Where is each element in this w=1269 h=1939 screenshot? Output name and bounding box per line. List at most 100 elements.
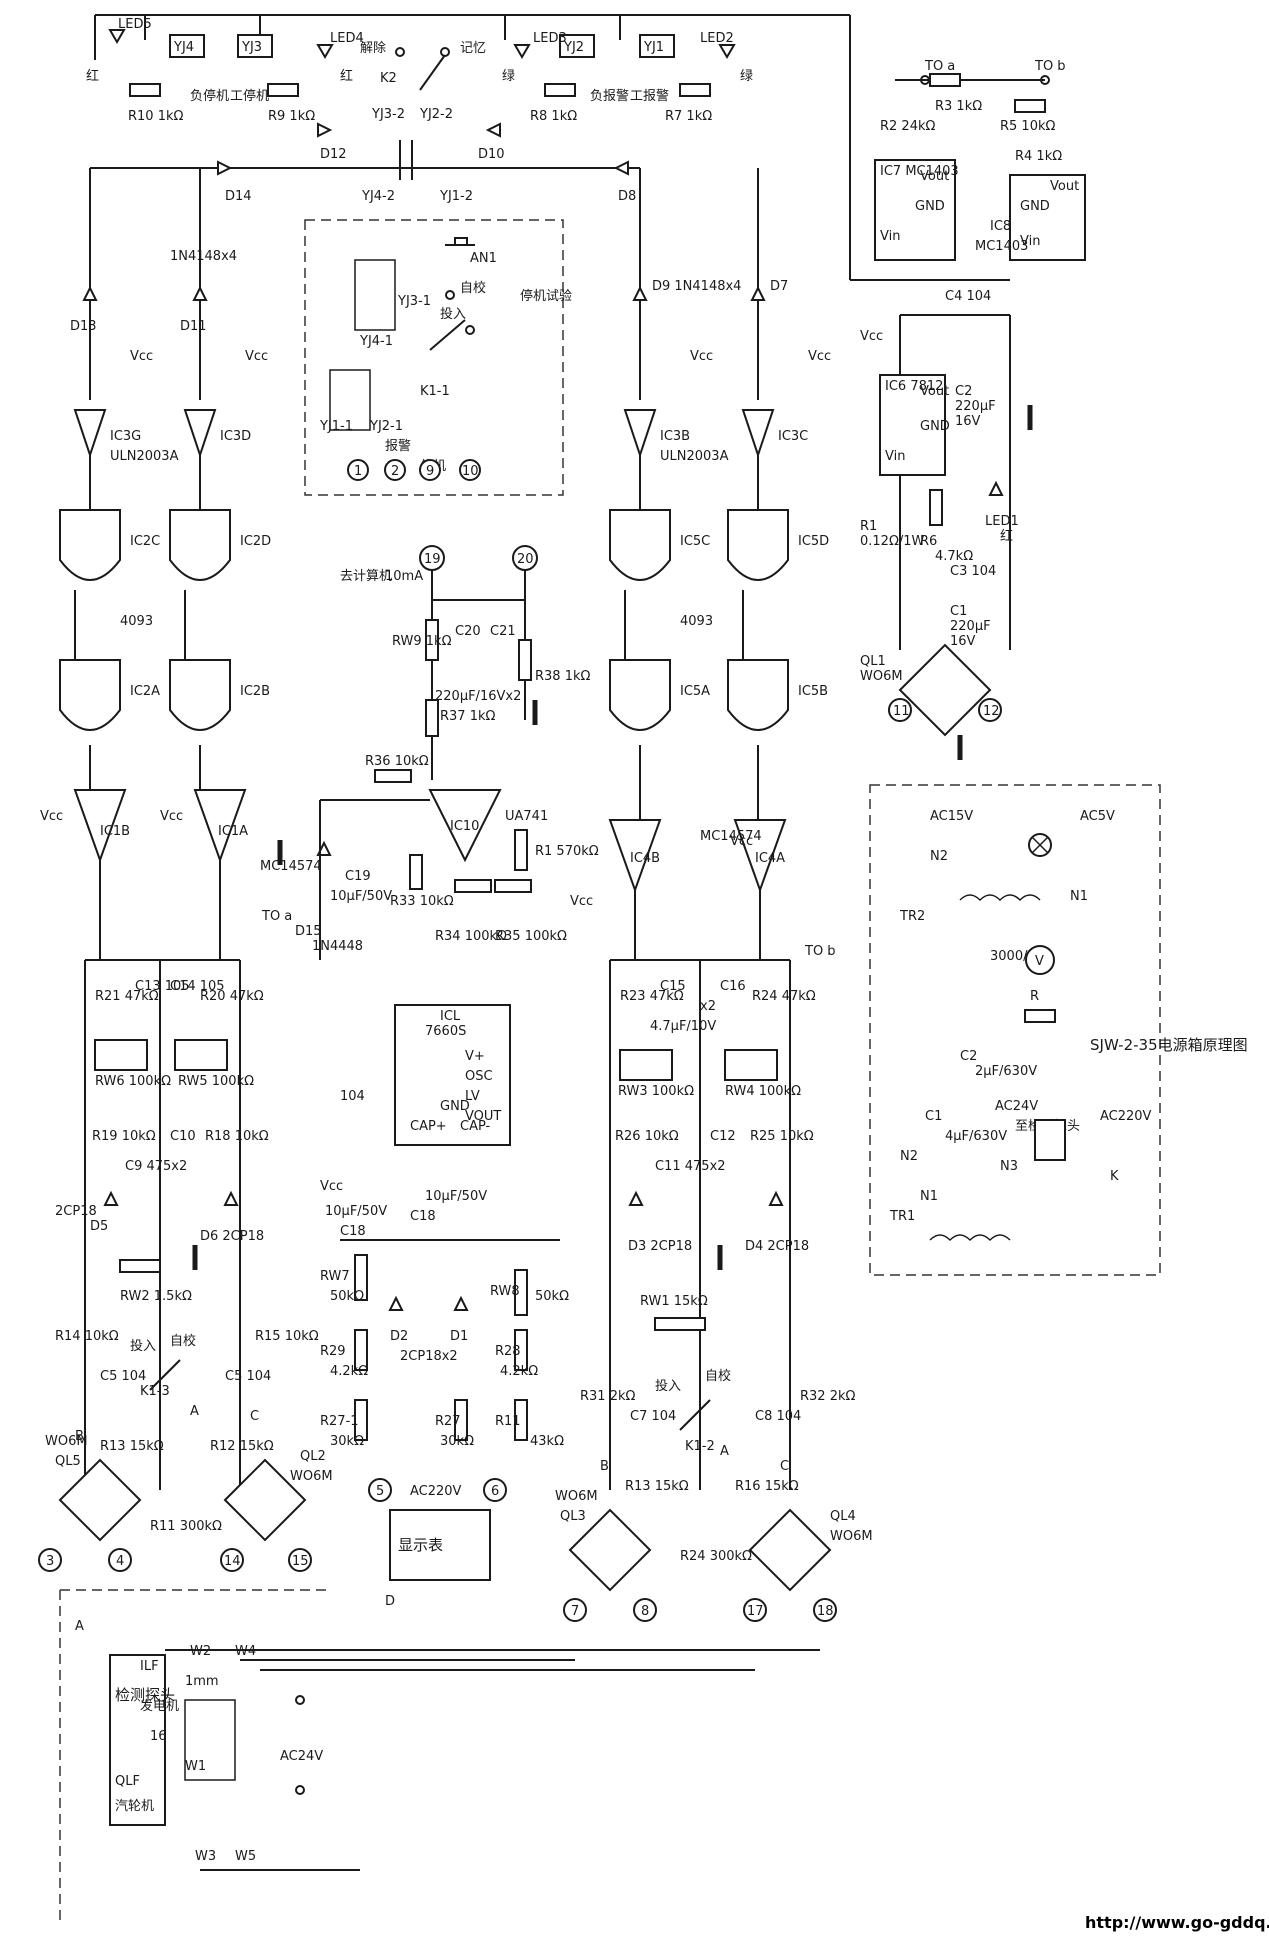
svg-text:2: 2 — [391, 464, 399, 479]
ic10-label: IC10 — [450, 819, 479, 834]
svg-text:C8 104: C8 104 — [755, 1409, 801, 1424]
svg-text:CAP+: CAP+ — [410, 1119, 447, 1134]
svg-text:D14: D14 — [225, 189, 252, 204]
svg-text:D3 2CP18: D3 2CP18 — [628, 1239, 692, 1254]
r38-label: R38 1kΩ — [535, 669, 591, 684]
relay-yj2-label: YJ2 — [563, 40, 584, 55]
stop-test-label: 停机试验 — [520, 288, 572, 304]
panel-terminals: 1 2 9 10 — [347, 459, 481, 481]
r9-label: R9 1kΩ — [268, 109, 315, 124]
ic2a-label: IC2A — [130, 684, 160, 699]
c20-value: 220μF/16Vx2 — [435, 689, 521, 704]
r8-label: R8 1kΩ — [530, 109, 577, 124]
svg-text:R27-1: R27-1 — [320, 1414, 359, 1429]
r34 — [454, 879, 492, 893]
relay-yj2 — [559, 34, 595, 58]
svg-text:Vin: Vin — [1020, 234, 1040, 249]
svg-text:15: 15 — [292, 1554, 309, 1569]
ic4a-comparator — [733, 819, 787, 893]
d15-label: D15 — [295, 924, 322, 939]
svg-text:50kΩ: 50kΩ — [535, 1289, 569, 1304]
svg-text:7: 7 — [571, 1604, 579, 1619]
r36-label: R36 10kΩ — [365, 754, 429, 769]
ic5d-label: IC5D — [798, 534, 829, 549]
contact-yj2-2: YJ2-2 — [419, 107, 453, 122]
svg-text:GND: GND — [920, 419, 950, 434]
svg-text:16V: 16V — [955, 414, 981, 429]
svg-text:D6 2CP18: D6 2CP18 — [200, 1229, 264, 1244]
svg-text:K: K — [1110, 1169, 1119, 1184]
led1-label: LED1 — [985, 514, 1019, 529]
psu-section: TO a TO b R2 24kΩ R3 1kΩ R5 10kΩ R4 1kΩ … — [850, 59, 1086, 737]
svg-text:WO6M: WO6M — [830, 1529, 873, 1544]
relay-led-row: YJ4 YJ3 YJ2 YJ1 LED5 LED4 LED3 LED2 红 红 … — [86, 14, 851, 280]
svg-text:7660S: 7660S — [425, 1024, 466, 1039]
svg-text:记忆: 记忆 — [460, 40, 486, 56]
svg-text:8: 8 — [641, 1604, 649, 1619]
psu-to-b: TO b — [1034, 59, 1066, 74]
svg-text:RW2 1.5kΩ: RW2 1.5kΩ — [120, 1289, 192, 1304]
r7 — [679, 83, 711, 97]
c18-label-small: 104 — [340, 1089, 365, 1104]
svg-text:D8: D8 — [618, 189, 636, 204]
bridge-ql5 — [58, 1458, 142, 1542]
d13-label: D13 — [70, 319, 97, 334]
d7-label: D7 — [770, 279, 788, 294]
ic2c-label: IC2C — [130, 534, 160, 549]
ic2b-gate — [169, 659, 231, 731]
svg-text:C3 104: C3 104 — [950, 564, 996, 579]
vcc-7: Vcc — [570, 894, 593, 909]
svg-text:LV: LV — [465, 1089, 480, 1104]
d15-part: 1N4448 — [312, 939, 363, 954]
vcc-1: Vcc — [130, 349, 153, 364]
led5: LED5 — [108, 17, 152, 44]
svg-text:IC8: IC8 — [990, 219, 1011, 234]
switch-k2: K2 解除 记忆 — [360, 40, 486, 91]
ic4-part-label: MC14574 — [700, 829, 762, 844]
uln-label-1: ULN2003A — [110, 449, 179, 464]
ic1b-comparator — [73, 789, 127, 863]
r10 — [129, 83, 161, 97]
ic2d-label: IC2D — [240, 534, 271, 549]
svg-text:C9 475x2: C9 475x2 — [125, 1159, 187, 1174]
svg-text:IC6 7812: IC6 7812 — [885, 379, 943, 394]
svg-text:1: 1 — [354, 464, 362, 479]
svg-text:Vout: Vout — [1050, 179, 1079, 194]
r36 — [374, 769, 412, 783]
svg-text:R31 2kΩ: R31 2kΩ — [580, 1389, 636, 1404]
vcc-5: Vcc — [40, 809, 63, 824]
svg-text:TR1: TR1 — [889, 1209, 915, 1224]
label-neg-stop: 负停机 — [190, 88, 229, 104]
display-meter-label: 显示表 — [398, 1536, 443, 1554]
ic2a-gate — [59, 659, 121, 731]
ic10-opamp — [428, 789, 502, 863]
svg-text:C10: C10 — [170, 1129, 196, 1144]
ic7-chip — [874, 159, 956, 261]
svg-text:30kΩ: 30kΩ — [330, 1434, 364, 1449]
watermark-url: http://www.go-gddq.com — [1085, 1913, 1269, 1932]
ic5d-gate — [727, 509, 789, 581]
svg-text:W4: W4 — [235, 1644, 256, 1659]
d11-part-label: 1N4148x4 — [170, 249, 237, 264]
svg-text:QL5: QL5 — [55, 1454, 81, 1469]
ic3d-label: IC3D — [220, 429, 251, 444]
svg-text:2CP18: 2CP18 — [55, 1204, 97, 1219]
svg-text:R5 10kΩ: R5 10kΩ — [1000, 119, 1056, 134]
vcc-8: Vcc — [730, 834, 753, 849]
svg-text:4.7μF/10V: 4.7μF/10V — [650, 1019, 716, 1034]
svg-text:TR2: TR2 — [899, 909, 925, 924]
svg-text:R13 15kΩ: R13 15kΩ — [100, 1439, 164, 1454]
svg-text:VOUT: VOUT — [465, 1109, 501, 1124]
svg-text:0.12Ω/1W: 0.12Ω/1W — [860, 534, 925, 549]
svg-text:R15 10kΩ: R15 10kΩ — [255, 1329, 319, 1344]
svg-text:汽轮机: 汽轮机 — [115, 1799, 154, 1814]
svg-text:C1: C1 — [950, 604, 967, 619]
svg-text:C: C — [780, 1459, 789, 1474]
svg-text:K1-2: K1-2 — [685, 1439, 715, 1454]
driver-stage: D13 D11 1N4148x4 D9 1N4148x4 D7 Vcc Vcc … — [59, 168, 831, 820]
svg-text:19: 19 — [424, 552, 441, 567]
svg-text:C13 105: C13 105 — [135, 979, 190, 994]
diode-d10: D10 — [478, 122, 505, 162]
r7-label: R7 1kΩ — [665, 109, 712, 124]
rw9-label: RW9 1kΩ — [392, 634, 452, 649]
